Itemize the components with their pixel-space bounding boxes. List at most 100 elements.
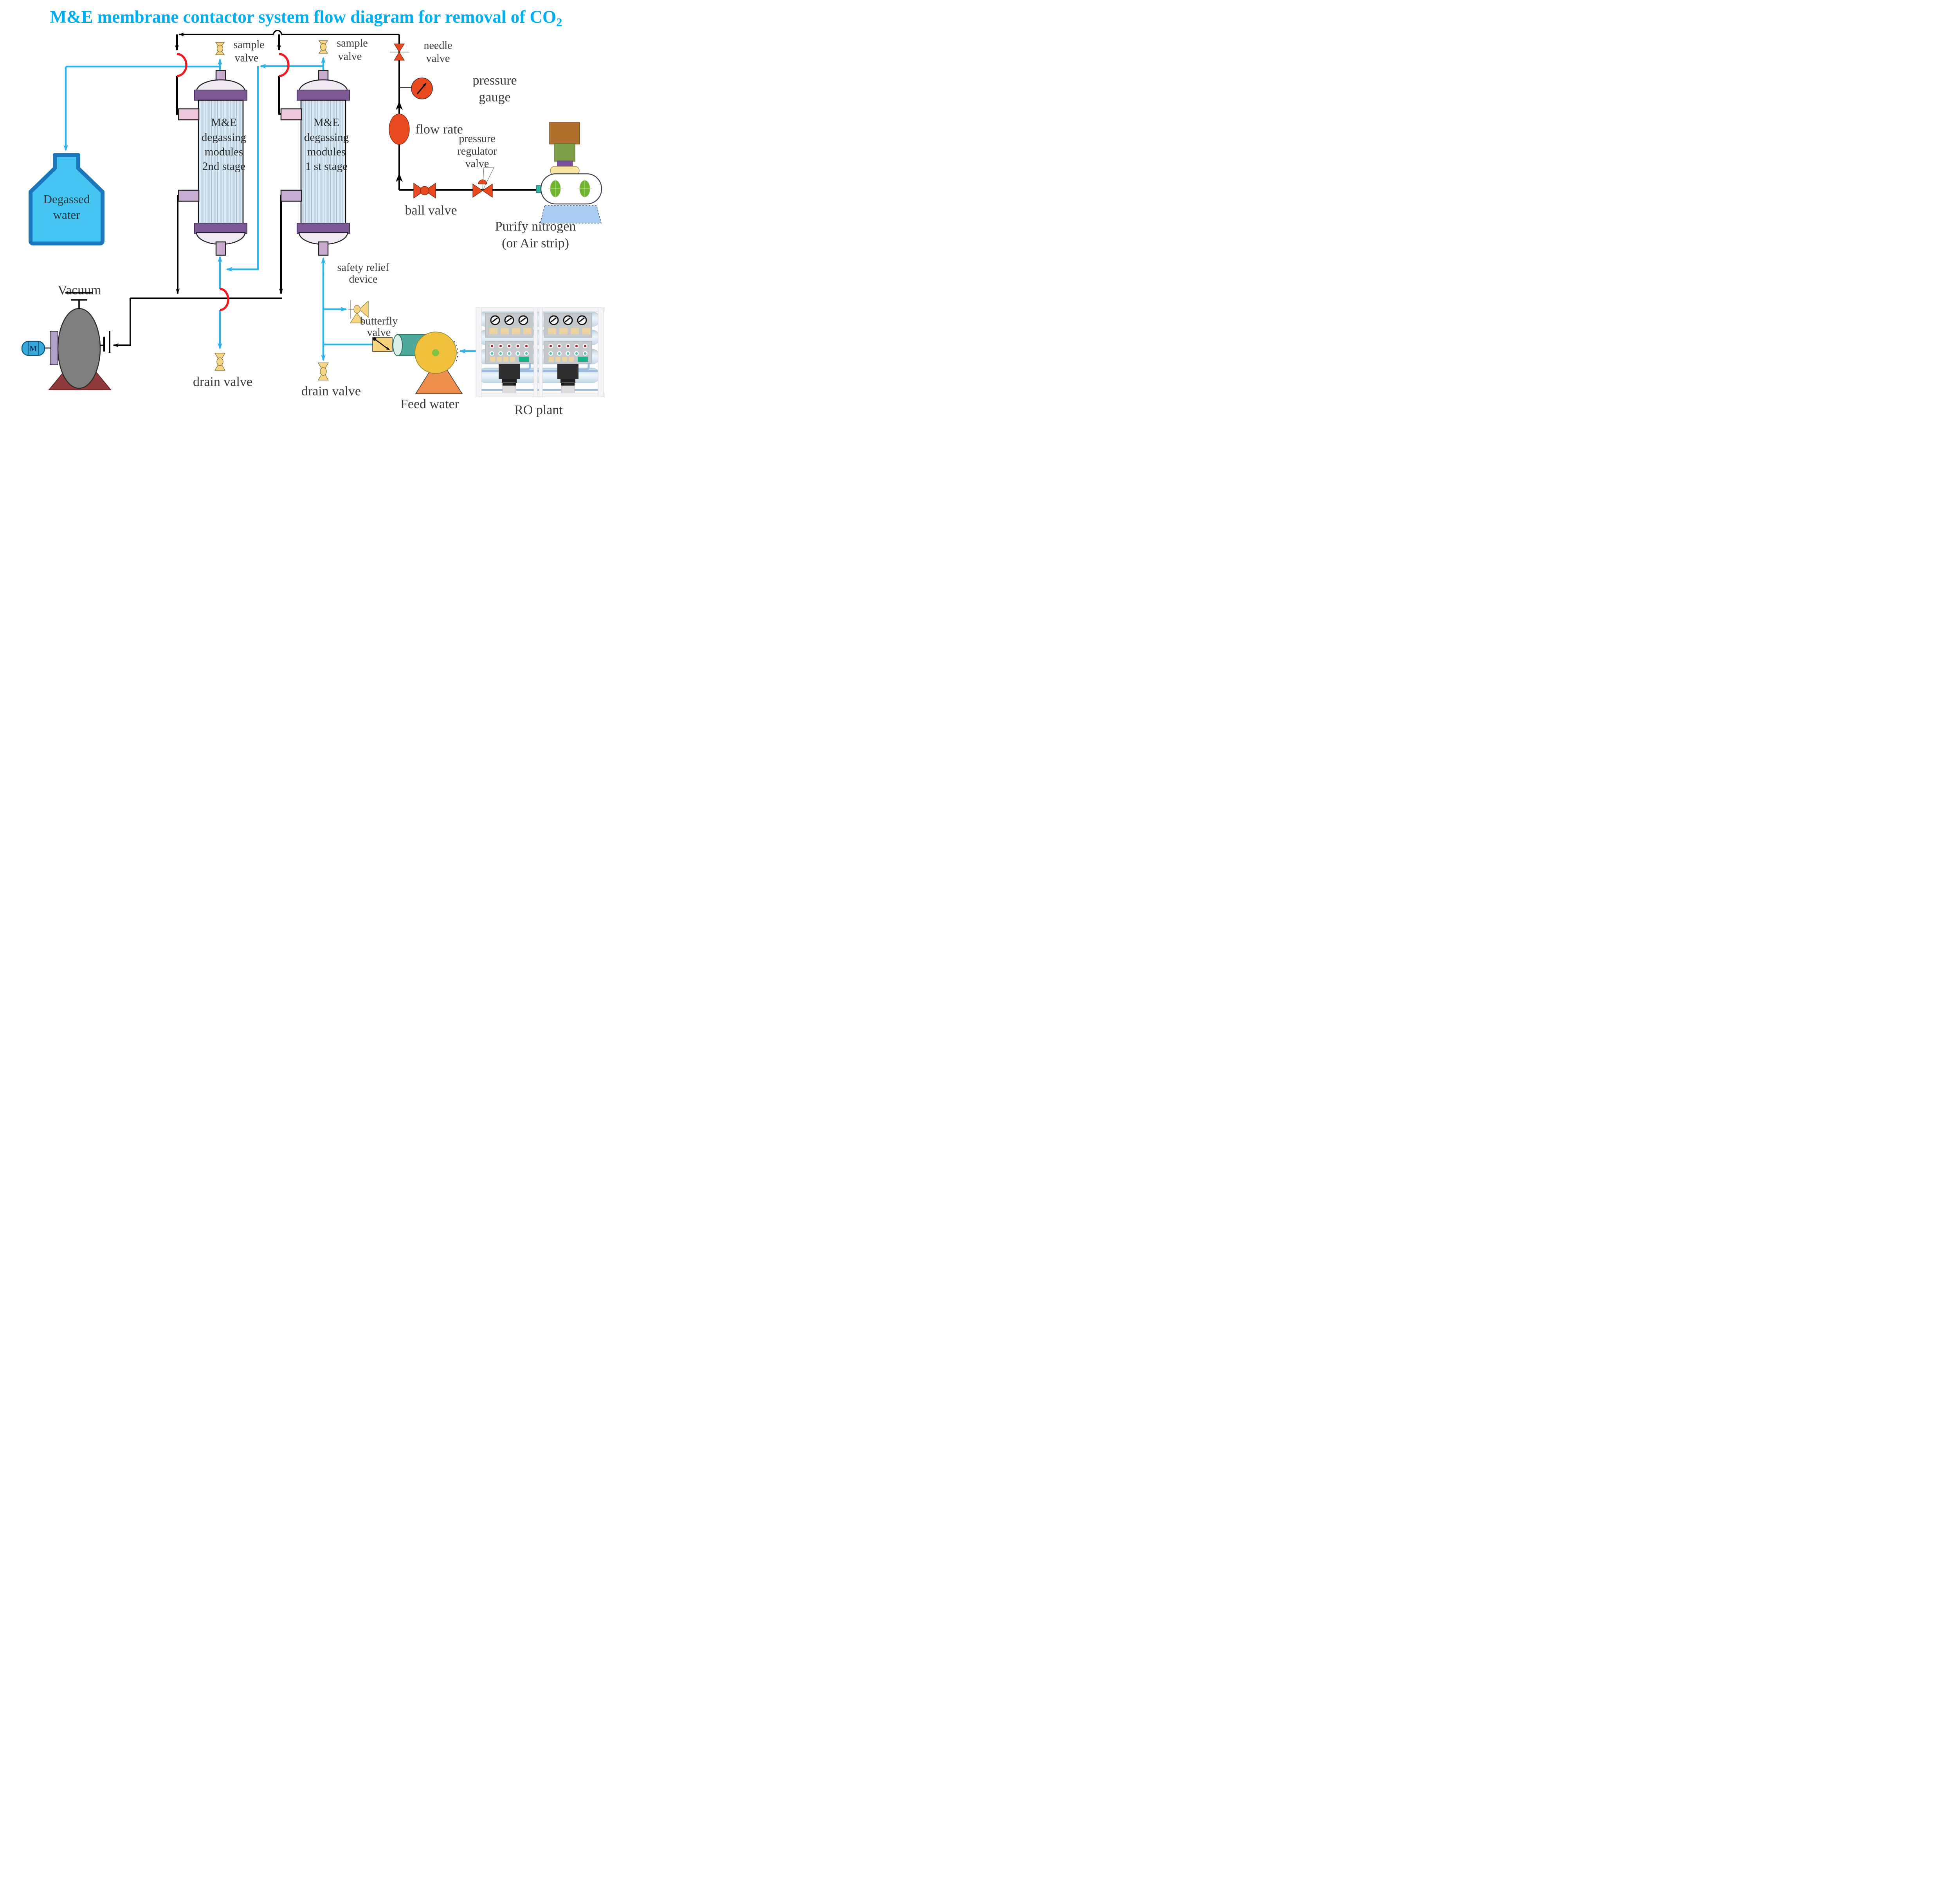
gas-lines [113,30,537,347]
ro-green-button [578,357,588,362]
gas-into-1st-port [278,76,292,116]
svg-text:2nd stage: 2nd stage [202,160,245,173]
module1-top-dome [298,79,348,92]
sample-valve-1st [318,40,328,54]
nitro-green-block [554,143,575,162]
feed-water-label: Feed water [400,397,460,411]
butterfly-valve [372,337,393,352]
ro-bay-1 [485,313,533,397]
module1-bottom-cap [297,223,350,234]
pump-flange [50,331,58,365]
ro-buttons-bottom [490,357,515,362]
water-line-down-to-stage2-inlet [226,66,259,272]
gas-into-2nd-port [176,76,187,116]
butterfly-valve-label-2: valve [367,326,391,339]
ball-valve-label: ball valve [405,203,457,218]
sample-valve-1st-label-1: sample [337,37,368,49]
up-arrow-2 [396,173,403,182]
drain-valve-1st-label: drain valve [301,384,361,398]
module2-upper-port [178,108,200,121]
module2-bottom-cap [194,223,247,234]
nitro-base-trapezoid [540,205,602,224]
vacuum-branch-stage1 [279,195,284,294]
svg-text:M&E: M&E [211,116,237,129]
ro-plant-label: RO plant [514,403,563,417]
needle-valve-label-1: needle [423,40,452,52]
safety-relief-label-2: device [349,273,377,285]
regulator-flag [482,167,494,191]
module2-bottom-nozzle [215,241,226,256]
flow-diagram: M&E membrane contactor system flow diagr… [21,7,605,417]
svg-text:degassing: degassing [202,131,246,144]
vacuum-branch-stage2 [176,195,182,294]
sample-valve-2nd-label-1: sample [233,39,264,51]
crossing-arc-drain [220,288,229,311]
needle-valve-label-2: valve [426,52,450,65]
pump-inlet-opening [393,334,403,356]
volute-dashes [454,341,458,364]
drain-valve-2nd [214,353,226,371]
module1-bottom-nozzle [318,241,329,256]
flow-rate-label: flow rate [415,122,463,137]
svg-text:degassing: degassing [304,131,349,144]
crossing-arc-left [177,53,187,77]
regulator-label-1: pressure [459,133,495,145]
svg-text:1 st stage: 1 st stage [305,160,348,173]
nitro-purple-block [557,160,573,167]
ro-pump-head [557,364,578,379]
module1-top-cap [297,90,350,101]
page: M&E membrane contactor system flow diagr… [0,0,605,420]
vacuum-pump: M [21,292,112,390]
sample-valve-1st-label-2: valve [338,50,362,63]
module-2nd-stage: M&E degassing modules 2nd stage [178,70,247,256]
needle-valve [394,43,405,61]
ro-buttons-bottom [549,357,574,362]
line-hop [273,30,282,35]
ro-buttons-top [489,328,532,334]
crossing-arc-mid [279,53,290,77]
vacuum-into-pump [113,298,131,347]
gauge-needle [416,83,427,94]
ro-buttons-top [548,328,590,334]
nitrogen-purifier [536,122,602,224]
regulator-dome [478,179,487,184]
ro-gauges [490,315,528,325]
drain-valve-2nd-label: drain valve [193,375,252,389]
ro-indicators [490,344,529,356]
svg-text:modules: modules [205,146,243,158]
module-1st-stage: M&E degassing modules 1 st stage [280,70,350,256]
purify-label-2: (or Air strip) [502,236,569,251]
tank-label-1: Degassed [43,192,90,206]
tank-label-2: water [53,208,81,222]
vacuum-label: Vacuum [58,283,101,298]
module1-text: M&E degassing modules 1 st stage [304,116,349,173]
sample-valve-2nd-label-2: valve [235,52,259,64]
title-subscript: 2 [556,15,562,29]
ball-valve [413,182,436,199]
feed-water-pump [393,332,463,394]
pressure-gauge [411,78,433,99]
crossing-arcs [177,53,290,311]
feed-pump-base [415,356,463,394]
flow-rate-meter [389,114,410,145]
butterfly-valve-label-1: butterfly [360,315,398,327]
module2-text: M&E degassing modules 2nd stage [202,116,246,173]
ro-pump-head [499,364,520,379]
ro-plant [476,307,605,397]
sample-valve-2nd [215,42,225,55]
drain-valve-1st [317,362,329,380]
tank-body [29,153,105,245]
up-arrow-1 [396,101,403,110]
ro-bay-2 [544,313,592,397]
pressure-regulator-valve [472,167,494,198]
module2-lower-port [178,189,200,202]
purify-label-1: Purify nitrogen [495,219,576,234]
svg-text:M&E: M&E [314,116,339,129]
safety-relief-device [348,300,369,323]
page-title: M&E membrane contactor system flow diagr… [50,7,562,29]
svg-text:modules: modules [307,146,346,158]
ro-indicators [548,344,587,356]
nitro-windows [548,179,592,198]
ro-gauges [549,315,587,325]
ro-green-button [519,357,529,362]
